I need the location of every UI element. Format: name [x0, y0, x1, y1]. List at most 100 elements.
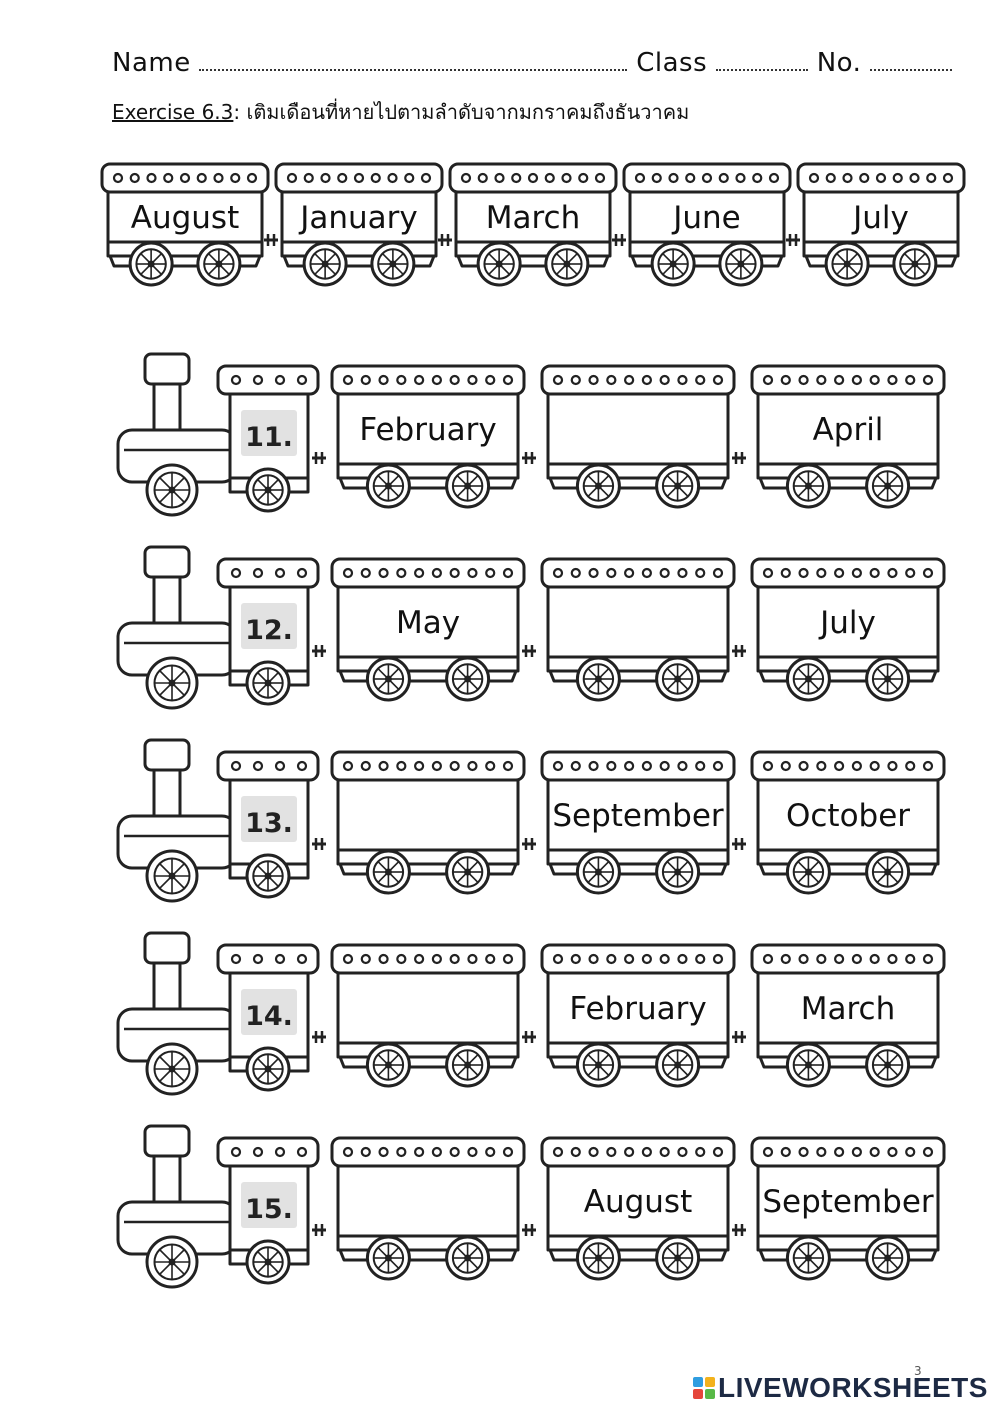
coupler	[312, 645, 326, 657]
car-label: January	[298, 200, 418, 236]
wheel-icon	[865, 1235, 911, 1281]
wheel-icon	[785, 656, 831, 702]
wheel-icon	[655, 463, 701, 509]
question-number: 15.	[245, 1194, 293, 1225]
wheel-icon	[655, 656, 701, 702]
train-car: July	[750, 557, 946, 702]
name-field[interactable]	[199, 51, 628, 71]
wheel-icon	[785, 1042, 831, 1088]
word-bank-car-2: January	[274, 162, 444, 287]
answer-blank-car[interactable]	[540, 557, 736, 702]
wheel-icon	[245, 853, 291, 899]
brand-name: LIVEWORKSHEETS	[718, 1372, 988, 1403]
train-car: August	[540, 1136, 736, 1281]
liveworksheets-logo: LIVEWORKSHEETS	[693, 1372, 988, 1404]
car-label: August	[584, 1184, 693, 1220]
coupler	[312, 838, 326, 850]
coupler	[522, 1031, 536, 1043]
car-label: March	[486, 200, 581, 236]
exercise-label: Exercise 6.3	[112, 100, 234, 124]
car-label: October	[786, 798, 910, 834]
answer-blank-car[interactable]	[330, 750, 526, 895]
coupler	[438, 234, 452, 246]
wheel-icon	[445, 1042, 491, 1088]
car-label: July	[851, 200, 909, 236]
question-number: 13.	[245, 808, 293, 839]
coupler	[786, 234, 800, 246]
wheel-icon	[370, 241, 416, 287]
coupler	[732, 1031, 746, 1043]
wheel-icon	[445, 1235, 491, 1281]
train-question-13: 13. September October	[116, 738, 946, 903]
car-label: June	[671, 200, 741, 236]
car-label: February	[359, 412, 496, 448]
wheel-icon	[365, 656, 411, 702]
class-label: Class	[636, 48, 708, 78]
wheel-icon	[865, 463, 911, 509]
wheel-icon	[302, 241, 348, 287]
wheel-icon	[655, 849, 701, 895]
wheel-icon	[245, 467, 291, 513]
class-field[interactable]	[715, 51, 808, 71]
liveworksheets-logo-icon	[693, 1377, 715, 1399]
train-car: May	[330, 557, 526, 702]
answer-blank-car[interactable]	[540, 364, 736, 509]
wheel-icon	[245, 1046, 291, 1092]
train-car: September	[750, 1136, 946, 1281]
answer-blank-car[interactable]	[330, 1136, 526, 1281]
coupler	[312, 452, 326, 464]
word-bank-car-4: June	[622, 162, 792, 287]
train-car: April	[750, 364, 946, 509]
wheel-icon	[445, 849, 491, 895]
coupler	[522, 645, 536, 657]
no-field[interactable]	[870, 51, 953, 71]
student-info-header: Name Class No.	[112, 48, 953, 78]
coupler	[732, 838, 746, 850]
coupler	[522, 1224, 536, 1236]
wheel-icon	[785, 463, 831, 509]
wheel-icon	[575, 1042, 621, 1088]
locomotive-icon: 12.	[116, 545, 320, 710]
wheel-icon	[544, 241, 590, 287]
car-label: April	[813, 412, 884, 448]
wheel-icon	[365, 1042, 411, 1088]
wheel-icon	[145, 849, 199, 903]
wheel-icon	[145, 656, 199, 710]
train-question-15: 15. August September	[116, 1124, 946, 1289]
wheel-icon	[245, 660, 291, 706]
wheel-icon	[575, 1235, 621, 1281]
car-label: May	[396, 605, 460, 641]
wheel-icon	[575, 463, 621, 509]
coupler	[732, 645, 746, 657]
wheel-icon	[365, 849, 411, 895]
wheel-icon	[785, 849, 831, 895]
train-question-11: 11. February April	[116, 352, 946, 517]
train-car: October	[750, 750, 946, 895]
train-car: February	[540, 943, 736, 1088]
train-car: March	[750, 943, 946, 1088]
word-bank-car-5: July	[796, 162, 966, 287]
question-number: 11.	[245, 422, 293, 453]
coupler	[264, 234, 278, 246]
car-label: March	[801, 991, 896, 1027]
wheel-icon	[445, 463, 491, 509]
car-label: July	[818, 605, 876, 641]
train-car: February	[330, 364, 526, 509]
answer-blank-car[interactable]	[330, 943, 526, 1088]
wheel-icon	[196, 241, 242, 287]
question-number: 12.	[245, 615, 293, 646]
coupler	[732, 452, 746, 464]
wheel-icon	[445, 656, 491, 702]
train-car: September	[540, 750, 736, 895]
locomotive-icon: 15.	[116, 1124, 320, 1289]
question-trains: 11. February April 12. May July 13. September Oc…	[116, 352, 946, 1289]
coupler	[732, 1224, 746, 1236]
wheel-icon	[785, 1235, 831, 1281]
wheel-icon	[145, 1235, 199, 1289]
wheel-icon	[365, 463, 411, 509]
wheel-icon	[128, 241, 174, 287]
wheel-icon	[824, 241, 870, 287]
